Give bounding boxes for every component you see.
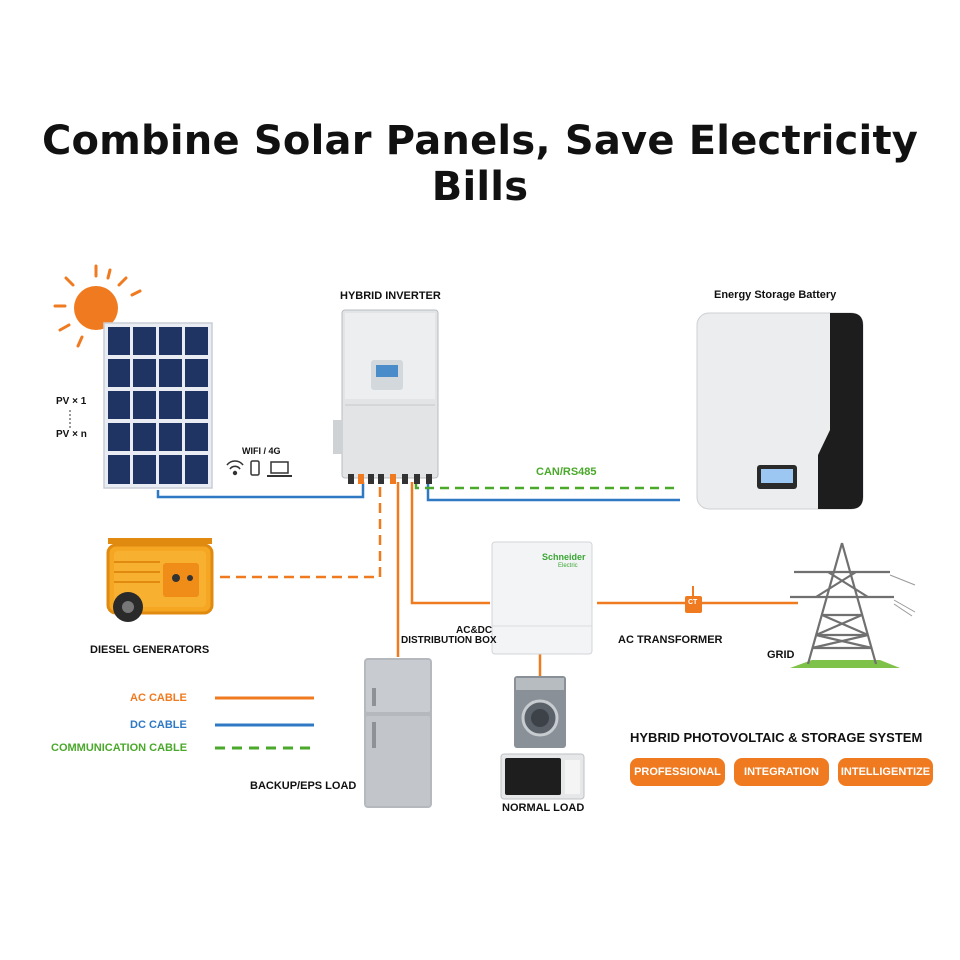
pv-n-label: PV × n [56,429,87,440]
ct-sensor-icon [685,586,702,613]
legend-comm-label: COMMUNICATION CABLE [51,742,188,754]
backup-load-label: BACKUP/EPS LOAD [250,780,357,792]
can-rs485-label: CAN/RS485 [536,466,597,478]
grid-tower-icon [790,542,916,668]
laptop-icon [267,461,292,477]
inverter-label: HYBRID INVERTER [340,290,441,302]
refrigerator-icon [364,658,432,808]
normal-load-label: NORMAL LOAD [502,802,585,814]
phone-icon [250,460,260,476]
page-title: Combine Solar Panels, Save Electricity B… [41,118,919,210]
sun-icon [53,264,142,348]
tag-intelligentize: INTELLIGENTIZE [838,758,933,786]
tag-integration: INTEGRATION [734,758,829,786]
ac-cable-distribution [410,482,490,605]
wifi-label: WIFI / 4G [242,446,281,456]
hybrid-inverter-icon [333,309,439,484]
grid-label: GRID [767,649,795,661]
comm-cable-battery [414,482,680,490]
solar-panel-icon [103,322,213,489]
battery-label: Energy Storage Battery [714,289,837,301]
energy-storage-battery-icon [696,312,864,510]
dc-cable-battery [426,482,680,502]
schneider-logo: Schneider [542,552,586,562]
tag-professional: PROFESSIONAL [630,758,725,786]
legend-ac-label: AC CABLE [130,692,187,704]
pv-1-label: PV × 1 [56,396,87,407]
distribution-label-line2: DISTRIBUTION BOX [401,635,497,646]
diesel-generators-label: DIESEL GENERATORS [90,644,210,656]
washing-machine-icon [514,676,566,748]
wifi-icon [226,460,244,476]
legend-dc-label: DC CABLE [130,719,187,731]
distribution-label-line1: AC&DC [456,625,493,636]
distribution-box-icon [491,541,593,655]
system-heading: HYBRID PHOTOVOLTAIC & STORAGE SYSTEM [630,730,923,745]
dc-cable-pv [156,482,365,499]
ac-transformer-label: AC TRANSFORMER [618,634,723,646]
ac-cable-diesel [220,482,382,579]
microwave-icon [500,753,585,800]
schneider-logo-sub: Electric [558,563,578,569]
diesel-generator-icon [106,538,214,622]
ct-label: CT [688,599,698,606]
